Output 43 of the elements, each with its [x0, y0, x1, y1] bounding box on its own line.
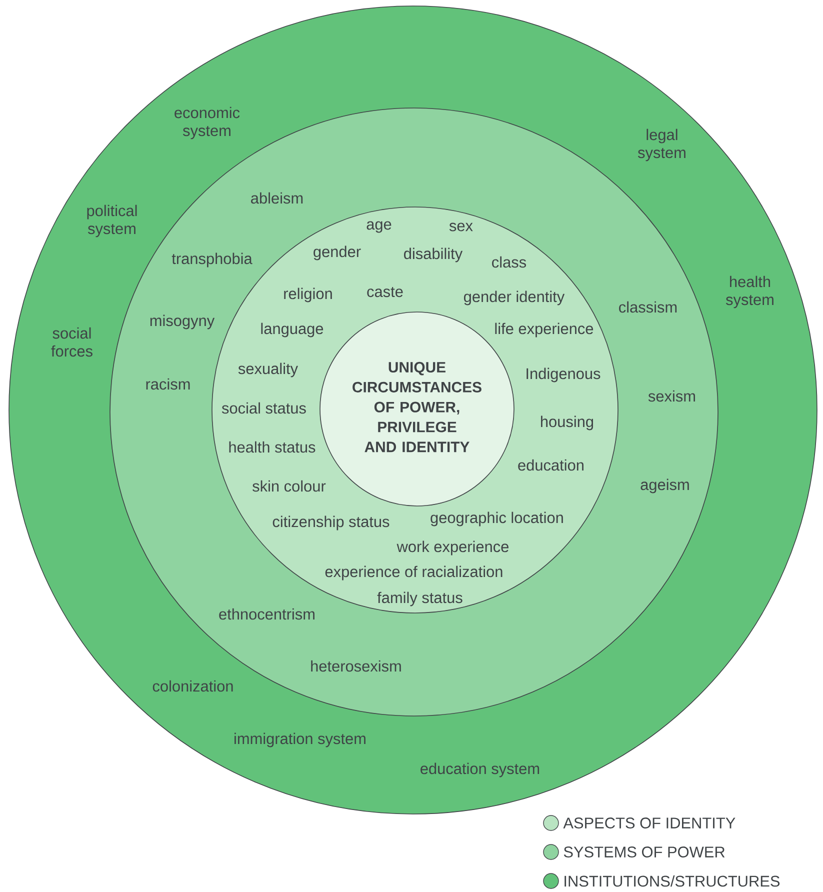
- center-title: UNIQUE CIRCUMSTANCES OF POWER, PRIVILEGE AND IDENTITY: [352, 362, 482, 452]
- identity-label: class: [492, 256, 526, 268]
- system-label: sexism: [648, 390, 695, 402]
- identity-label: education: [518, 459, 584, 471]
- institution-label: colonization: [152, 680, 233, 692]
- identity-label: skin colour: [252, 480, 326, 492]
- institution-label: immigration system: [234, 732, 366, 748]
- identity-label: social status: [222, 402, 306, 414]
- identity-label: disability: [404, 248, 463, 262]
- institution-label: legal system: [638, 128, 686, 162]
- institution-label: education system: [420, 762, 540, 778]
- institution-label: social forces: [51, 327, 92, 357]
- system-label: heterosexism: [311, 660, 401, 672]
- system-label: ableism: [251, 192, 303, 204]
- identity-label: family status: [377, 592, 462, 606]
- system-label: misogyny: [150, 314, 215, 330]
- identity-label: health status: [229, 441, 316, 453]
- identity-label: caste: [367, 286, 403, 298]
- identity-label: work experience: [396, 540, 508, 556]
- identity-label: sex: [449, 222, 473, 232]
- identity-label: housing: [541, 416, 594, 430]
- identity-label: citizenship status: [272, 516, 390, 530]
- identity-label: sexuality: [238, 362, 298, 378]
- system-label: racism: [146, 378, 190, 390]
- identity-label: gender identity: [464, 290, 565, 306]
- system-label: ageism: [640, 478, 689, 494]
- system-label: classism: [619, 301, 677, 313]
- legend-label: ASPECTS OF IDENTITY: [563, 818, 736, 828]
- identity-label: geographic location: [430, 512, 563, 526]
- system-label: ethnocentrism: [219, 608, 314, 620]
- identity-label: gender: [314, 246, 361, 260]
- legend-label: INSTITUTIONS/STRUCTURES: [564, 875, 780, 887]
- identity-label: experience of racialization: [325, 566, 502, 580]
- institution-label: economic system: [174, 106, 240, 140]
- identity-label: religion: [284, 288, 332, 302]
- identity-label: age: [366, 221, 392, 233]
- system-label: transphobia: [172, 252, 252, 268]
- institution-label: health system: [726, 276, 774, 308]
- identity-label: Indigenous: [526, 368, 600, 382]
- institution-label: political system: [87, 204, 137, 238]
- legend-label: SYSTEMS OF POWER: [564, 846, 725, 858]
- identity-label: language: [261, 322, 324, 338]
- identity-label: life experience: [495, 322, 594, 338]
